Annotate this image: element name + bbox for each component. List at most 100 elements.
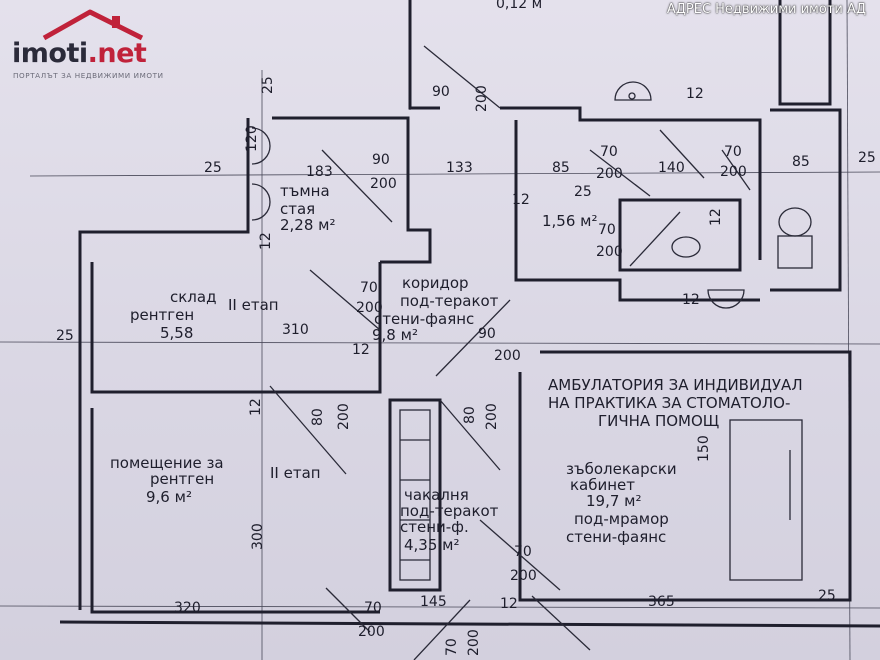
wall-bottom — [59, 620, 880, 628]
svg-text:183: 183 — [306, 164, 333, 180]
svg-text:9,6 м²: 9,6 м² — [146, 488, 192, 506]
wall-storage — [90, 262, 382, 394]
door-diagonal — [325, 587, 371, 633]
svg-text:145: 145 — [420, 594, 447, 610]
svg-text:под-теракот: под-теракот — [400, 502, 499, 520]
svg-text:12: 12 — [708, 208, 724, 226]
svg-text:90: 90 — [478, 326, 496, 342]
svg-text:склад: склад — [170, 288, 216, 306]
svg-text:200: 200 — [358, 624, 385, 640]
door-swing-icon — [251, 183, 271, 221]
svg-text:стени-фаянс: стени-фаянс — [374, 310, 474, 328]
svg-text:стени-ф.: стени-ф. — [400, 518, 469, 536]
svg-text:II етап: II етап — [228, 296, 279, 314]
svg-text:70: 70 — [364, 600, 382, 616]
toilet-icon — [778, 207, 812, 237]
wall-clinic — [518, 350, 852, 602]
label-washroom: чакалня под-теракот стени-ф. 4,35 м² — [400, 486, 499, 554]
svg-text:12: 12 — [682, 292, 700, 308]
svg-text:200: 200 — [484, 403, 500, 430]
svg-text:рентген: рентген — [130, 306, 194, 324]
door-diagonal — [531, 595, 591, 651]
door-diagonal — [659, 129, 705, 179]
door-diagonal — [269, 385, 347, 475]
svg-text:200: 200 — [596, 244, 623, 260]
svg-text:кабинет: кабинет — [570, 476, 635, 494]
sink-icon — [707, 289, 745, 309]
svg-text:АМБУЛАТОРИЯ ЗА ИНДИВИДУАЛ: АМБУЛАТОРИЯ ЗА ИНДИВИДУАЛ — [548, 376, 803, 394]
door-diagonal — [721, 149, 751, 191]
wall-right-room — [770, 108, 842, 292]
dimension-line — [0, 605, 880, 609]
label-corridor: коридор под-теракот стени-фаянс 9,8 м² — [372, 274, 499, 344]
label-clinic-title: АМБУЛАТОРИЯ ЗА ИНДИВИДУАЛ НА ПРАКТИКА ЗА… — [548, 376, 803, 430]
brand-tagline: ПОРТАЛЪТ ЗА НЕДВИЖИМИ ИМОТИ — [13, 71, 164, 80]
svg-text:12: 12 — [512, 192, 530, 208]
svg-text:4,35 м²: 4,35 м² — [404, 536, 460, 554]
svg-text:80: 80 — [310, 408, 326, 426]
svg-text:12: 12 — [500, 596, 518, 612]
svg-text:чакалня: чакалня — [404, 486, 469, 504]
svg-text:под-теракот: под-теракот — [400, 292, 499, 310]
svg-text:200: 200 — [474, 85, 490, 112]
wall-washroom — [388, 398, 442, 592]
svg-text:80: 80 — [462, 406, 478, 424]
sink-drain-icon — [628, 92, 636, 100]
svg-text:2,28 м²: 2,28 м² — [280, 216, 336, 234]
svg-text:70: 70 — [444, 638, 460, 656]
sink-icon — [614, 81, 652, 101]
svg-text:25: 25 — [204, 160, 222, 176]
toilet-icon — [671, 236, 701, 258]
svg-text:70: 70 — [598, 222, 616, 238]
svg-text:85: 85 — [552, 160, 570, 176]
svg-text:рентген: рентген — [150, 470, 214, 488]
svg-text:12: 12 — [248, 398, 264, 416]
svg-text:25: 25 — [56, 328, 74, 344]
washroom-bench — [399, 409, 431, 581]
svg-text:зъболекарски: зъболекарски — [566, 460, 677, 478]
svg-text:25: 25 — [574, 184, 592, 200]
svg-text:120: 120 — [244, 125, 260, 152]
dimension-labels: 0,12 м 25 25 25 25 25 25 183 90 200 133 … — [56, 0, 876, 656]
svg-text:365: 365 — [648, 594, 675, 610]
door-diagonal — [589, 149, 651, 197]
svg-text:0,12 м: 0,12 м — [496, 0, 542, 12]
label-xray-storage: склад рентген 5,58 II етап — [130, 288, 279, 342]
svg-text:320: 320 — [174, 600, 201, 616]
wall-wc — [514, 120, 760, 302]
label-dental-office: зъболекарски кабинет 19,7 м² под-мрамор … — [566, 460, 677, 546]
svg-text:коридор: коридор — [402, 274, 469, 292]
svg-text:9,8 м²: 9,8 м² — [372, 326, 418, 344]
door-diagonal — [321, 149, 393, 223]
svg-text:стени-фаянс: стени-фаянс — [566, 528, 666, 546]
svg-text:25: 25 — [858, 150, 876, 166]
svg-text:90: 90 — [432, 84, 450, 100]
svg-text:19,7 м²: 19,7 м² — [586, 492, 642, 510]
svg-text:70: 70 — [724, 144, 742, 160]
svg-text:ГИЧНА ПОМОЩ: ГИЧНА ПОМОЩ — [598, 412, 719, 430]
svg-text:200: 200 — [370, 176, 397, 192]
agency-watermark: АДРЕС Недвижими имоти АД — [666, 2, 866, 17]
wall-dark-room — [272, 116, 432, 264]
label-xray-room: помещение за рентген 9,6 м² II етап — [110, 454, 321, 506]
svg-text:90: 90 — [372, 152, 390, 168]
svg-text:200: 200 — [720, 164, 747, 180]
svg-text:12: 12 — [686, 86, 704, 102]
svg-text:200: 200 — [596, 166, 623, 182]
svg-text:25: 25 — [260, 76, 276, 94]
toilet-tank-icon — [777, 235, 813, 269]
svg-text:85: 85 — [792, 154, 810, 170]
svg-text:310: 310 — [282, 322, 309, 338]
house-roof-icon — [42, 9, 144, 41]
svg-text:под-мрамор: под-мрамор — [574, 510, 669, 528]
svg-text:200: 200 — [356, 300, 383, 316]
svg-text:200: 200 — [510, 568, 537, 584]
door-swing-icon — [251, 127, 271, 165]
dimension-line — [0, 341, 880, 345]
door-diagonal — [309, 269, 381, 331]
svg-text:стая: стая — [280, 200, 315, 218]
svg-text:70: 70 — [360, 280, 378, 296]
wall-xray-room — [90, 408, 380, 614]
